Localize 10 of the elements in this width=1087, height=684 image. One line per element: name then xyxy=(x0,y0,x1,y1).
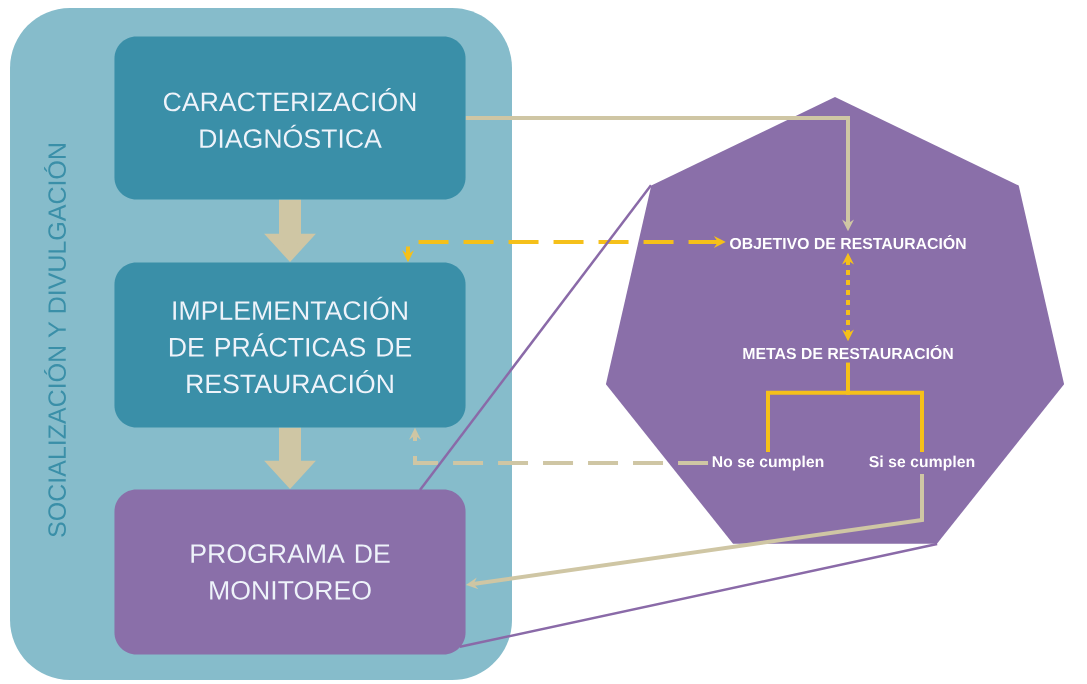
process-box: IMPLEMENTACIÓN DE PRÁCTICAS DE RESTAURACIÓN xyxy=(114,262,466,428)
label-text: No se cumplen xyxy=(712,455,824,471)
process-box: CARACTERIZACIÓN DIAGNÓSTICA xyxy=(114,36,466,200)
connector-line xyxy=(846,362,924,452)
label-text: OBJETIVO DE RESTAURACIÓN xyxy=(730,234,966,250)
label-text: METAS DE RESTAURACIÓN xyxy=(743,344,953,360)
process-box: PROGRAMA DE MONITOREO xyxy=(114,489,466,655)
connector-line xyxy=(419,184,652,491)
heptagon xyxy=(605,97,1065,544)
label-text: Si se cumplen xyxy=(869,455,975,471)
